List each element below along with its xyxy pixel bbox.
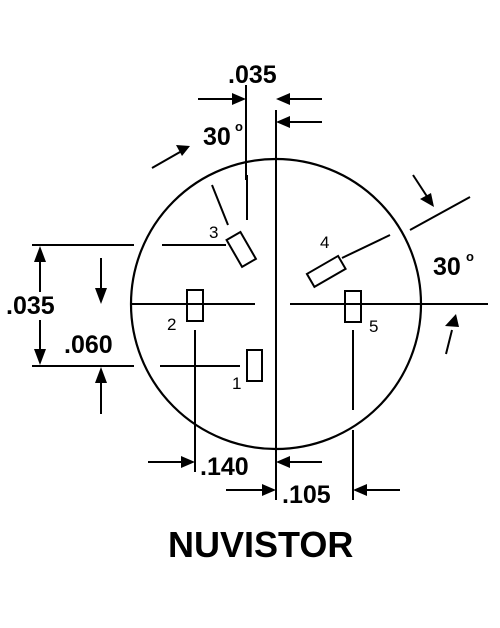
pin-1-label: 1 [232, 374, 241, 393]
upper-left-degree-mark: o [235, 119, 243, 134]
bottom-left-label: .140 [200, 453, 249, 481]
pin-5: 5 [344, 290, 378, 410]
upper-left-angle-dimension: 30 o [151, 119, 243, 169]
pin-2-label: 2 [167, 315, 176, 334]
bottom-right-dimension: .105 [226, 430, 400, 509]
bottom-left-dimension: .140 [148, 386, 322, 481]
right-degree-mark: o [466, 249, 474, 264]
right-angle-dimension: 30 o [409, 174, 474, 355]
upper-left-angle-label: 30 [203, 123, 231, 151]
pin-2: 2 [167, 289, 204, 334]
pin-4: 4 [305, 233, 391, 289]
left-inner-dimension: .060 [64, 258, 113, 414]
pin-1: 1 [160, 330, 263, 393]
pin-3: 3 [162, 175, 258, 269]
top-width-label: .035 [228, 61, 277, 89]
bottom-right-label: .105 [282, 481, 331, 509]
pin-5-label: 5 [369, 317, 378, 336]
left-inner-label: .060 [64, 331, 113, 359]
left-outer-label: .035 [6, 292, 55, 320]
left-outer-dimension: .035 [6, 244, 134, 367]
top-width-dimension: .035 [198, 61, 322, 180]
pin-4-label: 4 [320, 233, 329, 252]
pin-3-label: 3 [209, 223, 218, 242]
right-angle-label: 30 [433, 253, 461, 281]
diagram-title: NUVISTOR [168, 524, 353, 565]
